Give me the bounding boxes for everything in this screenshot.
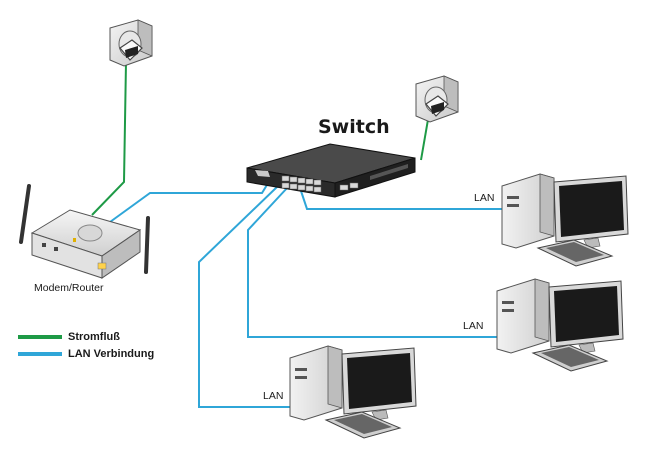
power-cable-router — [91, 61, 127, 216]
power-outlet-icon — [109, 19, 153, 67]
legend-swatch-power — [18, 335, 62, 339]
power-outlet-icon — [415, 75, 459, 123]
lan-label-pc1: LAN — [474, 192, 495, 204]
network-switch-icon — [246, 143, 416, 198]
wireless-router-icon — [19, 184, 150, 279]
lan-cable-router — [109, 179, 271, 223]
lan-label-pc2: LAN — [463, 320, 484, 332]
legend-swatch-lan — [18, 352, 62, 356]
lan-label-pc3: LAN — [263, 390, 284, 402]
router-label: Modem/Router — [34, 282, 104, 294]
lan-cables — [109, 179, 502, 408]
legend-item-power: Stromfluß — [18, 331, 120, 343]
lan-cable-pc2 — [247, 186, 497, 338]
legend-label-lan: LAN Verbindung — [68, 348, 155, 360]
desktop-pc-icon — [289, 345, 417, 439]
switch-label: Switch — [318, 116, 390, 138]
lan-cable-pc1 — [299, 187, 502, 210]
desktop-pc-icon — [501, 173, 629, 267]
desktop-pc-icon — [496, 278, 624, 372]
legend-label-power: Stromfluß — [68, 331, 120, 343]
legend-item-lan: LAN Verbindung — [18, 348, 154, 360]
lan-cable-pc3 — [198, 185, 290, 408]
